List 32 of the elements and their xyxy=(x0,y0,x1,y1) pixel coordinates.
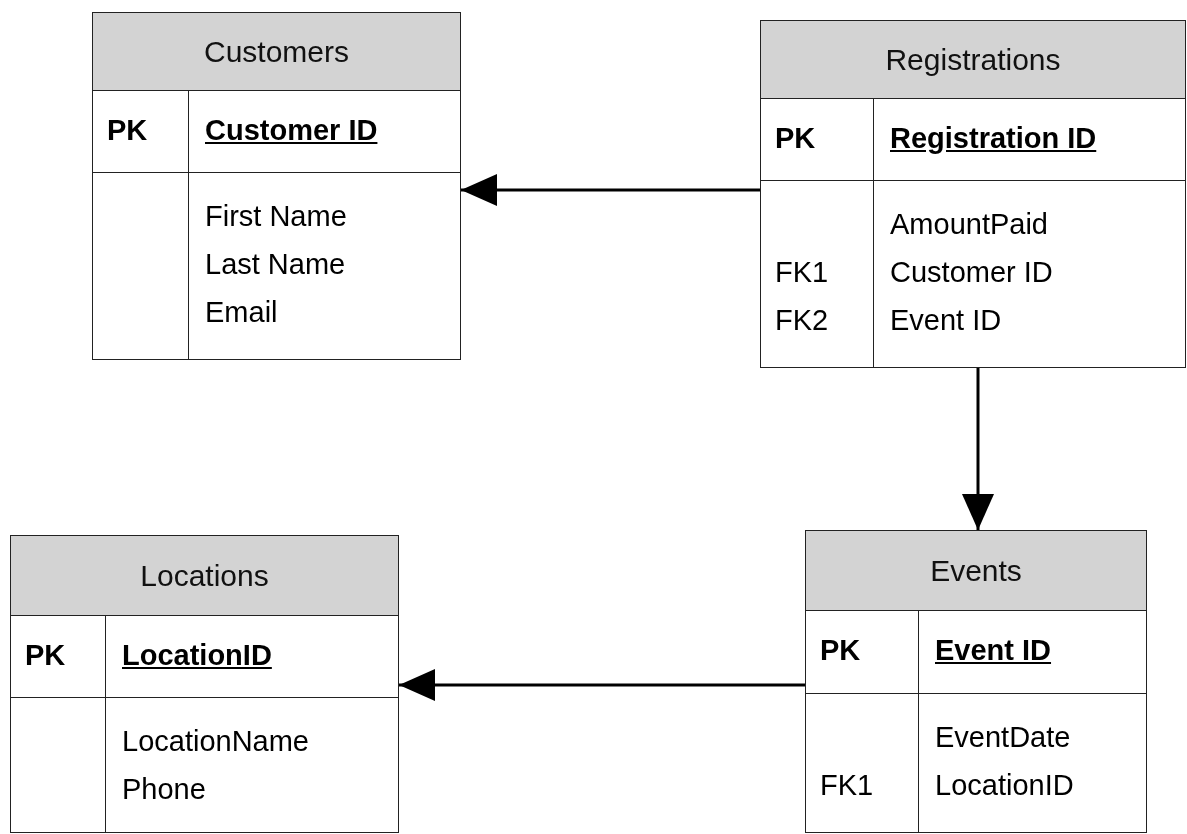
entity-table xyxy=(760,20,1186,368)
field-name: AmountPaid xyxy=(890,207,1048,241)
table-title: Locations xyxy=(140,558,269,593)
table-title: Customers xyxy=(203,34,349,69)
field-name: LocationName xyxy=(122,724,309,758)
entity-table xyxy=(805,530,1147,833)
entity-table xyxy=(92,12,461,360)
key-label: FK1 xyxy=(820,768,874,802)
relationship-arrow xyxy=(962,368,994,530)
table-title: Registrations xyxy=(885,42,1061,77)
entity-table xyxy=(10,535,399,833)
primary-key-field: Registration ID xyxy=(890,121,1097,155)
field-name: Event ID xyxy=(890,303,1002,337)
key-label: PK xyxy=(107,113,148,147)
primary-key-field: Customer ID xyxy=(205,113,378,147)
field-name: Customer ID xyxy=(890,255,1053,289)
relationship-arrow xyxy=(399,669,805,701)
key-label: PK xyxy=(775,121,816,155)
field-name: Phone xyxy=(122,772,206,806)
table-title: Events xyxy=(930,553,1022,588)
field-name: LocationID xyxy=(935,768,1074,802)
field-name: First Name xyxy=(205,199,347,233)
key-label: FK1 xyxy=(775,255,829,289)
key-label: FK2 xyxy=(775,303,829,337)
field-name: Last Name xyxy=(205,247,346,281)
primary-key-field: Event ID xyxy=(935,633,1052,667)
field-name: Email xyxy=(205,295,278,329)
relationship-arrow xyxy=(461,174,760,206)
key-label: PK xyxy=(820,633,861,667)
field-name: EventDate xyxy=(935,720,1071,754)
key-label: PK xyxy=(25,638,66,672)
primary-key-field: LocationID xyxy=(122,638,272,672)
